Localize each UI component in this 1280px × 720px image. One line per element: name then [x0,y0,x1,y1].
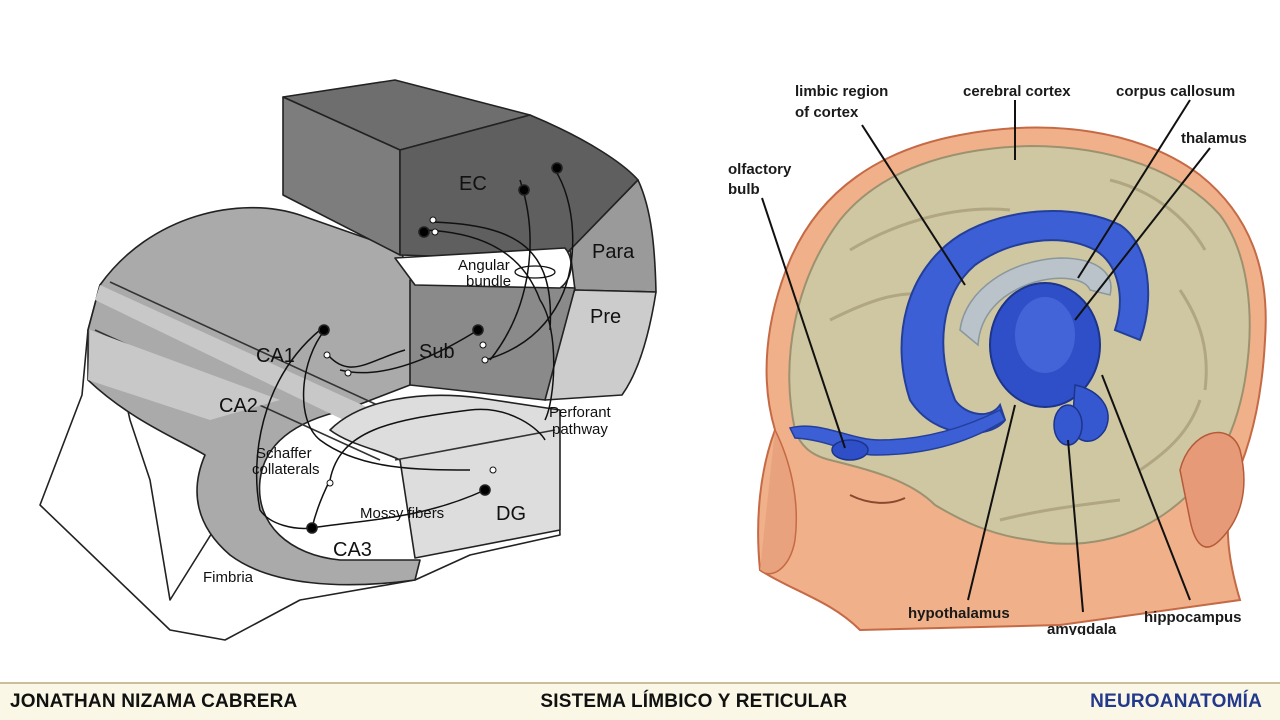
ear [1179,431,1245,548]
label-olfactory-1: olfactory [728,161,792,178]
label-mossy-fibers: Mossy fibers [360,505,444,522]
footer-author: JONATHAN NIZAMA CABRERA [10,691,298,712]
label-amygdala: amygdala [1047,621,1117,635]
label-dg: DG [496,503,526,525]
limbic-system-illustration: limbic region of cortex cerebral cortex … [717,60,1280,638]
neuron-ec-2 [518,184,530,196]
label-schaffer-1: Schaffer [256,445,312,462]
hippocampal-circuit-diagram: EC Para Pre Angular bundle CA1 Sub CA2 P… [30,60,680,660]
label-hippocampus: hippocampus [1144,609,1242,626]
label-limbic-2: of cortex [795,104,859,121]
dg-region [329,394,561,559]
neuron-dg [479,484,491,496]
label-limbic-1: limbic region [795,83,888,100]
neuron-ec-3 [551,162,563,174]
olfactory-bulb [831,439,869,461]
neuron-ca3 [306,522,318,534]
label-hypothalamus: hypothalamus [908,605,1010,622]
corpus-callosum [959,257,1112,347]
pre-region [544,289,657,401]
label-ec: EC [459,173,487,195]
label-schaffer-2: collaterals [252,461,320,478]
label-angular-2: bundle [466,273,511,290]
label-sub: Sub [419,341,455,363]
label-thalamus: thalamus [1181,130,1247,147]
amygdala [1053,404,1083,446]
footer-title: SISTEMA LÍMBICO Y RETICULAR [540,691,848,712]
label-ca3: CA3 [333,539,372,561]
neuron-sub [472,324,484,336]
label-ca2: CA2 [219,395,258,417]
label-cerebral-cortex: cerebral cortex [963,83,1071,100]
limbic-cortex-ring [900,210,1150,435]
neuron-ca1 [318,324,330,336]
label-perforant-1: Perforant [549,404,612,421]
footer-subject: NEUROANATOMÍA [1090,691,1262,712]
label-corpus-callosum: corpus callosum [1116,83,1235,100]
footer-bar: JONATHAN NIZAMA CABRERA SISTEMA LÍMBICO … [0,682,1280,720]
label-ca1: CA1 [256,345,295,367]
label-para: Para [592,241,635,263]
label-pre: Pre [590,306,621,328]
label-fimbria: Fimbria [203,569,254,586]
eye [849,494,906,504]
ca-light-band [95,285,395,440]
label-perforant-2: pathway [552,421,608,438]
neuron-ec-1 [418,226,430,238]
label-olfactory-2: bulb [728,181,760,198]
label-angular-1: Angular [458,257,510,274]
